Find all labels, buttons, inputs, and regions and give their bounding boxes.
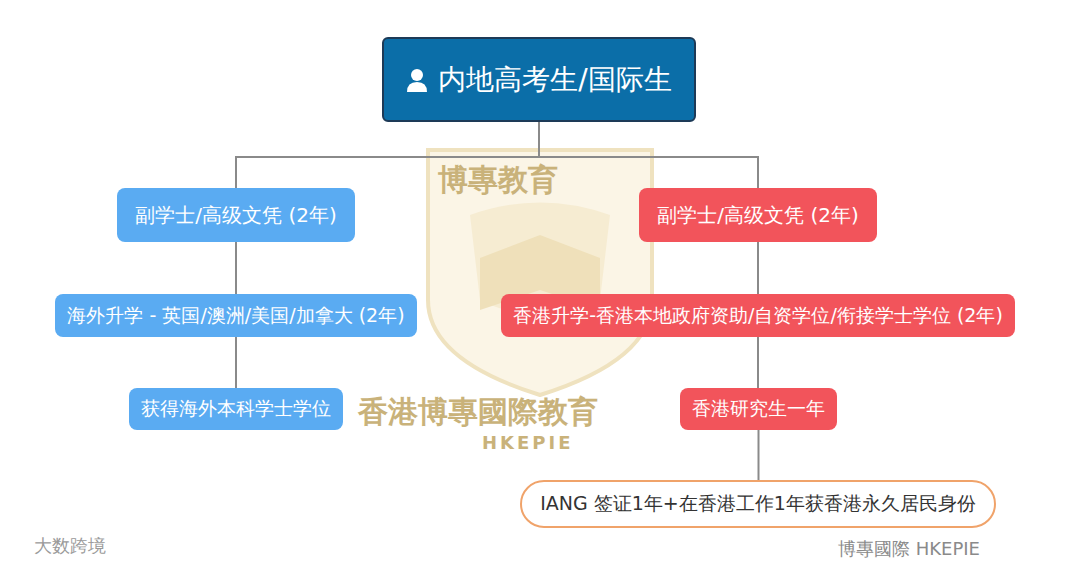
process-box: 副学士/高级文凭 (2年) xyxy=(117,188,355,242)
start-box: 内地高考生/国际生 xyxy=(382,37,696,122)
result-box: 获得海外本科学士学位 xyxy=(129,388,343,430)
person-icon xyxy=(406,68,428,92)
outcome-box: IANG 签证1年+在香港工作1年获香港永久居民身份 xyxy=(520,480,996,528)
connector-line xyxy=(758,430,760,480)
node-text: 海外升学 - 英国/澳洲/美国/加拿大 (2年) xyxy=(67,303,404,329)
node-text: 内地高考生/国际生 xyxy=(438,61,671,99)
watermark-text: 博專國際 HKEPIE xyxy=(838,537,980,561)
watermark-text: 博專教育 xyxy=(438,160,558,201)
connector-line xyxy=(757,242,759,294)
node-text: 香港研究生一年 xyxy=(692,396,825,422)
result-box: 香港研究生一年 xyxy=(680,388,837,430)
process-box: 香港升学-香港本地政府资助/自资学位/衔接学士学位 (2年) xyxy=(501,294,1015,337)
watermark-text: 香港博專國際教育 xyxy=(358,392,598,433)
node-text: IANG 签证1年+在香港工作1年获香港永久居民身份 xyxy=(540,491,976,517)
node-text: 副学士/高级文凭 (2年) xyxy=(657,202,858,229)
connector-line xyxy=(235,337,237,388)
watermark-text: HKEPIE xyxy=(482,432,574,453)
watermark-text: 大数跨境 xyxy=(34,534,106,558)
node-text: 副学士/高级文凭 (2年) xyxy=(135,202,336,229)
connector-line xyxy=(757,337,759,388)
process-box: 副学士/高级文凭 (2年) xyxy=(639,188,877,242)
node-text: 香港升学-香港本地政府资助/自资学位/衔接学士学位 (2年) xyxy=(513,303,1003,329)
process-box: 海外升学 - 英国/澳洲/美国/加拿大 (2年) xyxy=(55,294,417,337)
connector-line xyxy=(235,242,237,294)
connector-line xyxy=(539,122,758,188)
node-text: 获得海外本科学士学位 xyxy=(141,396,331,422)
